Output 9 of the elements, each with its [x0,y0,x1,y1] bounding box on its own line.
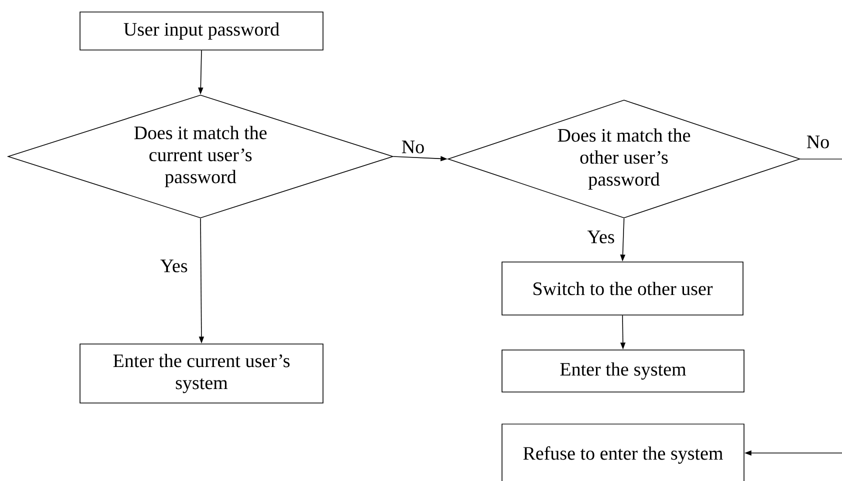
edge-label: Yes [159,258,189,274]
process-box: Switch to the other user [502,262,744,316]
process-box: Enter the system [502,350,744,392]
edge-label: Yes [586,230,616,244]
edge-label: No [400,140,426,154]
edge-label: No [805,134,831,150]
process-box: Refuse to enter the system [502,424,744,481]
process-box: User input password [80,12,324,50]
process-box: Enter the current user’s system [80,344,324,404]
